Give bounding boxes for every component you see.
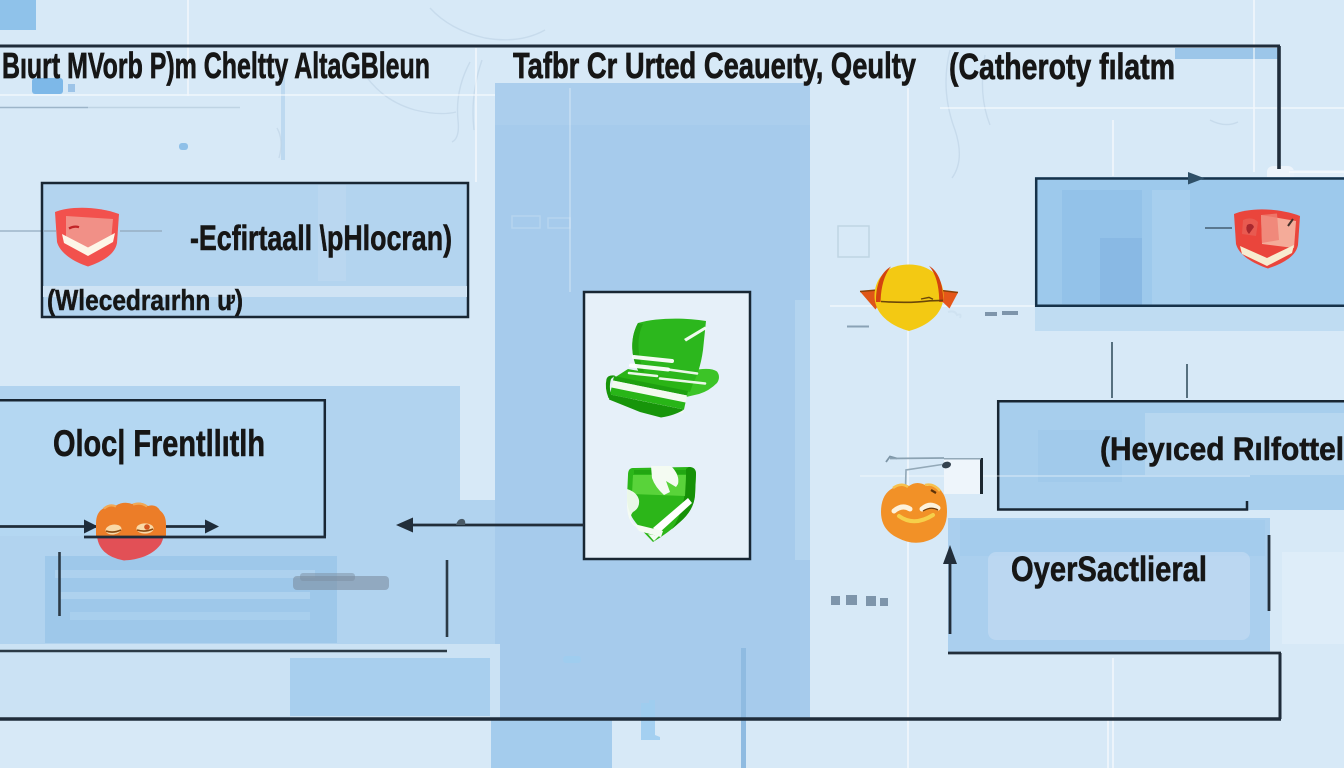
svg-text:-Ecfirtaall \pHlocran): -Ecfirtaall \pHlocran) xyxy=(190,219,452,258)
svg-text:OyerSactlieral: OyerSactlieral xyxy=(1011,550,1207,589)
svg-text:Bıurt MVorb P)m Cheltty AltaGB: Bıurt MVorb P)m Cheltty AltaGBleun xyxy=(2,45,430,86)
svg-text:(Wlecedraırhn ư): (Wlecedraırhn ư) xyxy=(47,285,243,317)
svg-text:Oloc| Frentllıtlh: Oloc| Frentllıtlh xyxy=(53,423,265,465)
svg-text:(Heyıced Rılfottel: (Heyıced Rılfottel xyxy=(1100,431,1344,467)
svg-text:Tafbr Cr Urted Ceaueıty, Qeult: Tafbr Cr Urted Ceaueıty, Qeulty xyxy=(513,45,916,86)
svg-text:(Catheroty fılatm: (Catheroty fılatm xyxy=(949,46,1175,87)
